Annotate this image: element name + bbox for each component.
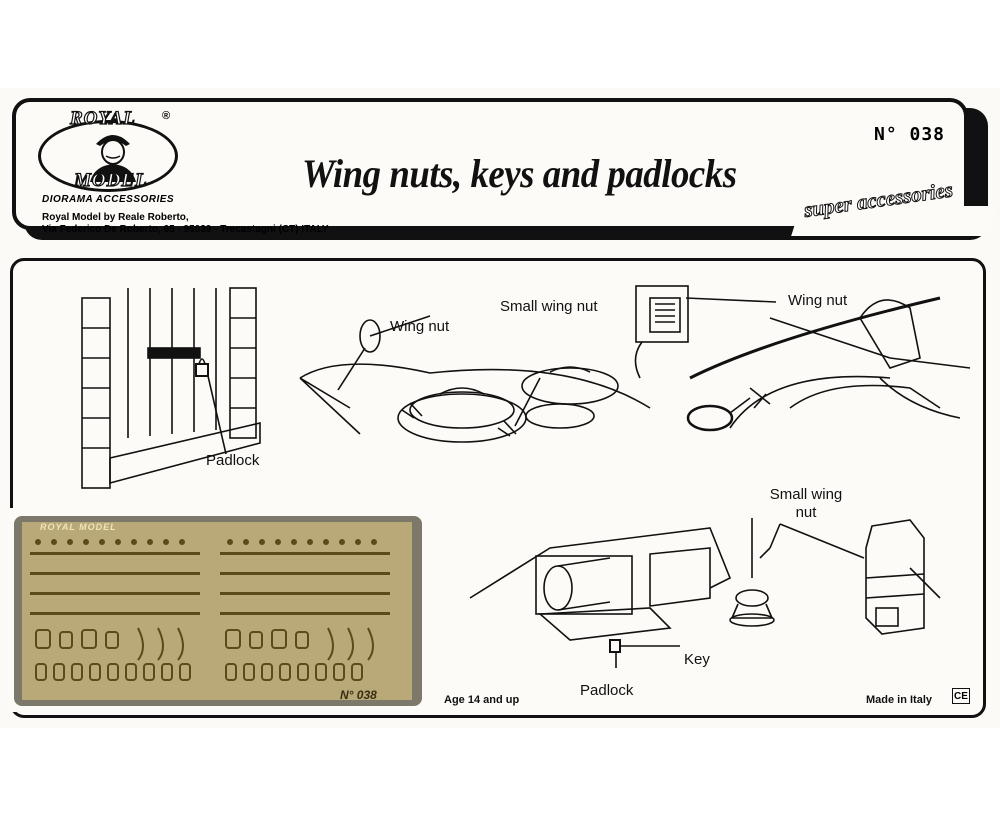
hatch-wing-nut-drawing — [299, 315, 651, 443]
brand-subtitle: DIORAMA ACCESSORIES — [42, 194, 175, 205]
soldier-logo-icon — [90, 135, 136, 182]
callout-small-wing-nut-hatch: Small wing nut — [500, 298, 598, 315]
ce-mark: CE — [952, 688, 970, 704]
product-title: Wing nuts, keys and padlocks — [302, 151, 737, 196]
fret-number: N° 038 — [340, 688, 377, 702]
wing-nut-row — [35, 539, 377, 545]
fret-parts-icon — [30, 539, 390, 681]
callout-wing-nut-rope: Wing nut — [788, 292, 848, 309]
callout-padlock-door: Padlock — [206, 452, 260, 469]
rope-wing-nut-drawing — [634, 285, 971, 432]
age-rating: Age 14 and up — [444, 694, 520, 706]
callout-wing-nut-hatch: Wing nut — [390, 318, 450, 335]
made-in-label: Made in Italy — [866, 694, 933, 706]
logo-model-text: MODEL — [73, 169, 148, 191]
registered-mark: ® — [162, 110, 171, 122]
header-panel: ROYAL ® MODEL DIORAMA ACCESSORIES Royal … — [0, 88, 1000, 248]
fret-brand-label: ROYAL MODEL — [40, 522, 117, 532]
address-line-1: Royal Model by Reale Roberto, — [42, 212, 189, 223]
box-padlock-key-drawing — [469, 527, 732, 668]
photo-etch-sheet — [22, 522, 412, 700]
brand-logo-ring — [38, 120, 178, 192]
address-line-2: Via Federico De Roberto, 65 - 95039 - Tr… — [42, 224, 329, 235]
callout-small-wing-nut-antenna-text: Small wing nut — [769, 486, 843, 521]
callout-key: Key — [684, 651, 710, 668]
product-code: N° 038 — [874, 124, 946, 145]
logo-royal-text: ROYAL — [69, 107, 136, 129]
antenna-wing-nut-drawing — [729, 518, 941, 635]
callout-small-wing-nut-antenna: Small wing nut — [766, 486, 846, 522]
instructions-panel: Padlock Wing nut Small wing nut Wing nut… — [0, 88, 1000, 728]
header-box: ROYAL ® MODEL DIORAMA ACCESSORIES Royal … — [12, 98, 997, 236]
assembly-illustration — [81, 285, 971, 668]
callout-padlock-box: Padlock — [580, 682, 634, 699]
door-padlock-drawing — [81, 287, 261, 489]
